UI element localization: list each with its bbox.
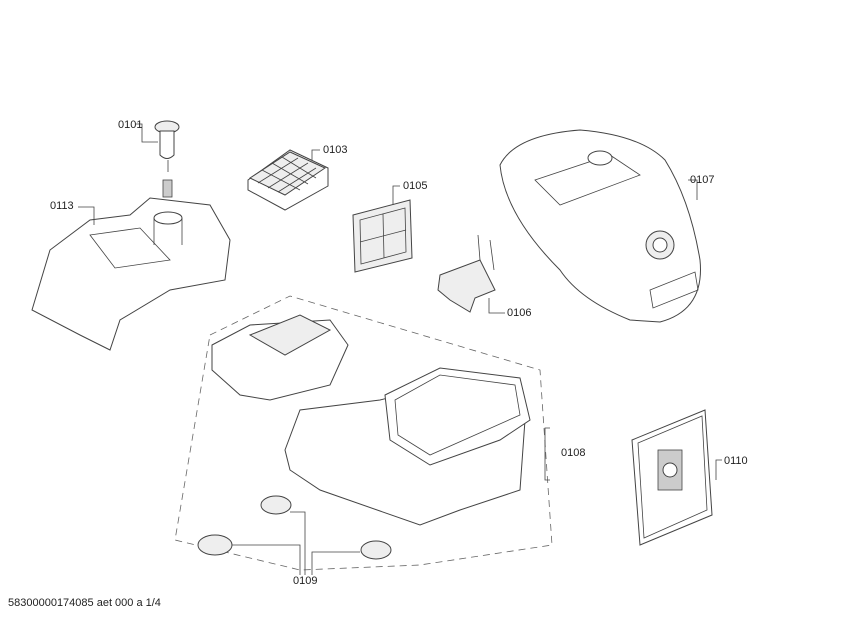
label-0109: 0109 (293, 575, 318, 587)
label-0106: 0106 (507, 307, 532, 319)
label-0107: 0107 (690, 174, 715, 186)
part-0108-assembly (174, 295, 553, 571)
label-0101: 0101 (118, 119, 143, 131)
label-0105: 0105 (403, 180, 428, 192)
part-0113-cover (31, 197, 231, 351)
part-0101-knob (136, 120, 180, 198)
document-footer: 58300000174085 aet 000 a 1/4 (8, 597, 161, 609)
part-0106-clip (437, 234, 505, 314)
part-0103-filter (247, 149, 329, 211)
part-0110-dust-bag (631, 409, 722, 546)
label-0103: 0103 (323, 144, 348, 156)
part-0107-shell (499, 129, 701, 323)
part-0105-grille (352, 185, 413, 273)
part-0109-wheels (197, 495, 392, 575)
label-0113: 0113 (50, 200, 74, 212)
label-0108: 0108 (561, 447, 586, 459)
label-0110: 0110 (724, 455, 748, 467)
